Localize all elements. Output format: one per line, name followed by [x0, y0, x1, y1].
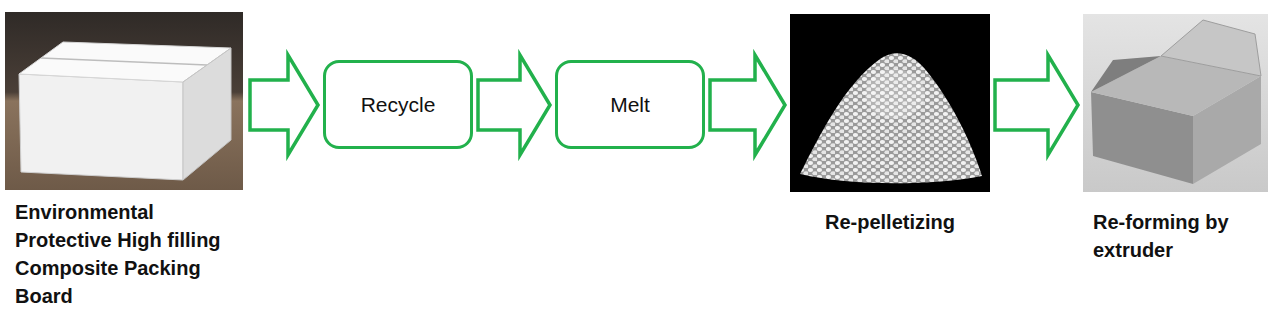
pellets-photo [790, 14, 990, 192]
photo-caption: Environmental Protective High filling Co… [15, 198, 233, 310]
flow-arrow [250, 55, 318, 155]
grey-box-photo [1083, 14, 1268, 192]
photo-caption: Re-forming by extruder [1093, 208, 1267, 264]
step-label: Melt [610, 93, 650, 117]
photo-node: Re-pelletizing [790, 14, 990, 236]
process-box: Recycle [323, 60, 473, 149]
process-box: Melt [555, 60, 705, 149]
flow-arrow [995, 55, 1078, 155]
photo-node: Re-forming by extruder [1083, 14, 1269, 264]
flow-arrow [478, 55, 550, 155]
step-label: Recycle [361, 93, 436, 117]
photo-node: Environmental Protective High filling Co… [5, 12, 245, 310]
photo-caption: Re-pelletizing [825, 208, 990, 236]
flow-arrow [710, 55, 785, 155]
white-box-photo [5, 12, 243, 190]
